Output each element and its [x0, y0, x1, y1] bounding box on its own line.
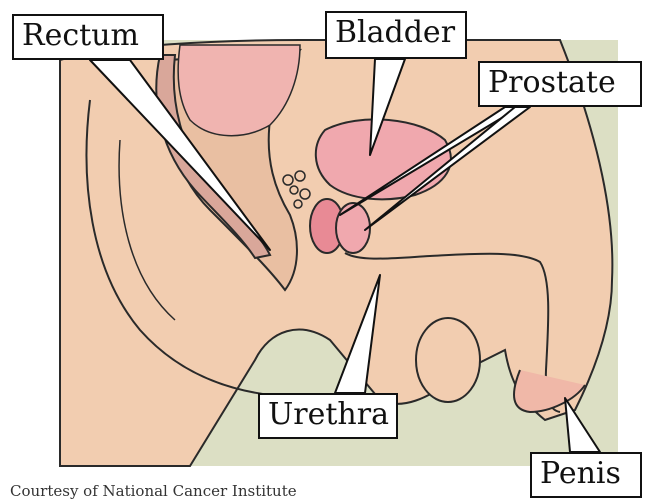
prostate-label: Prostate [478, 61, 642, 107]
urethra-label: Urethra [258, 393, 398, 439]
bladder-label: Bladder [325, 11, 467, 59]
image-credit: Courtesy of National Cancer Institute [10, 482, 297, 500]
testis [416, 318, 480, 402]
rectum-label: Rectum [12, 14, 164, 60]
prostate-organ [310, 199, 370, 253]
penis-label: Penis [530, 452, 642, 498]
